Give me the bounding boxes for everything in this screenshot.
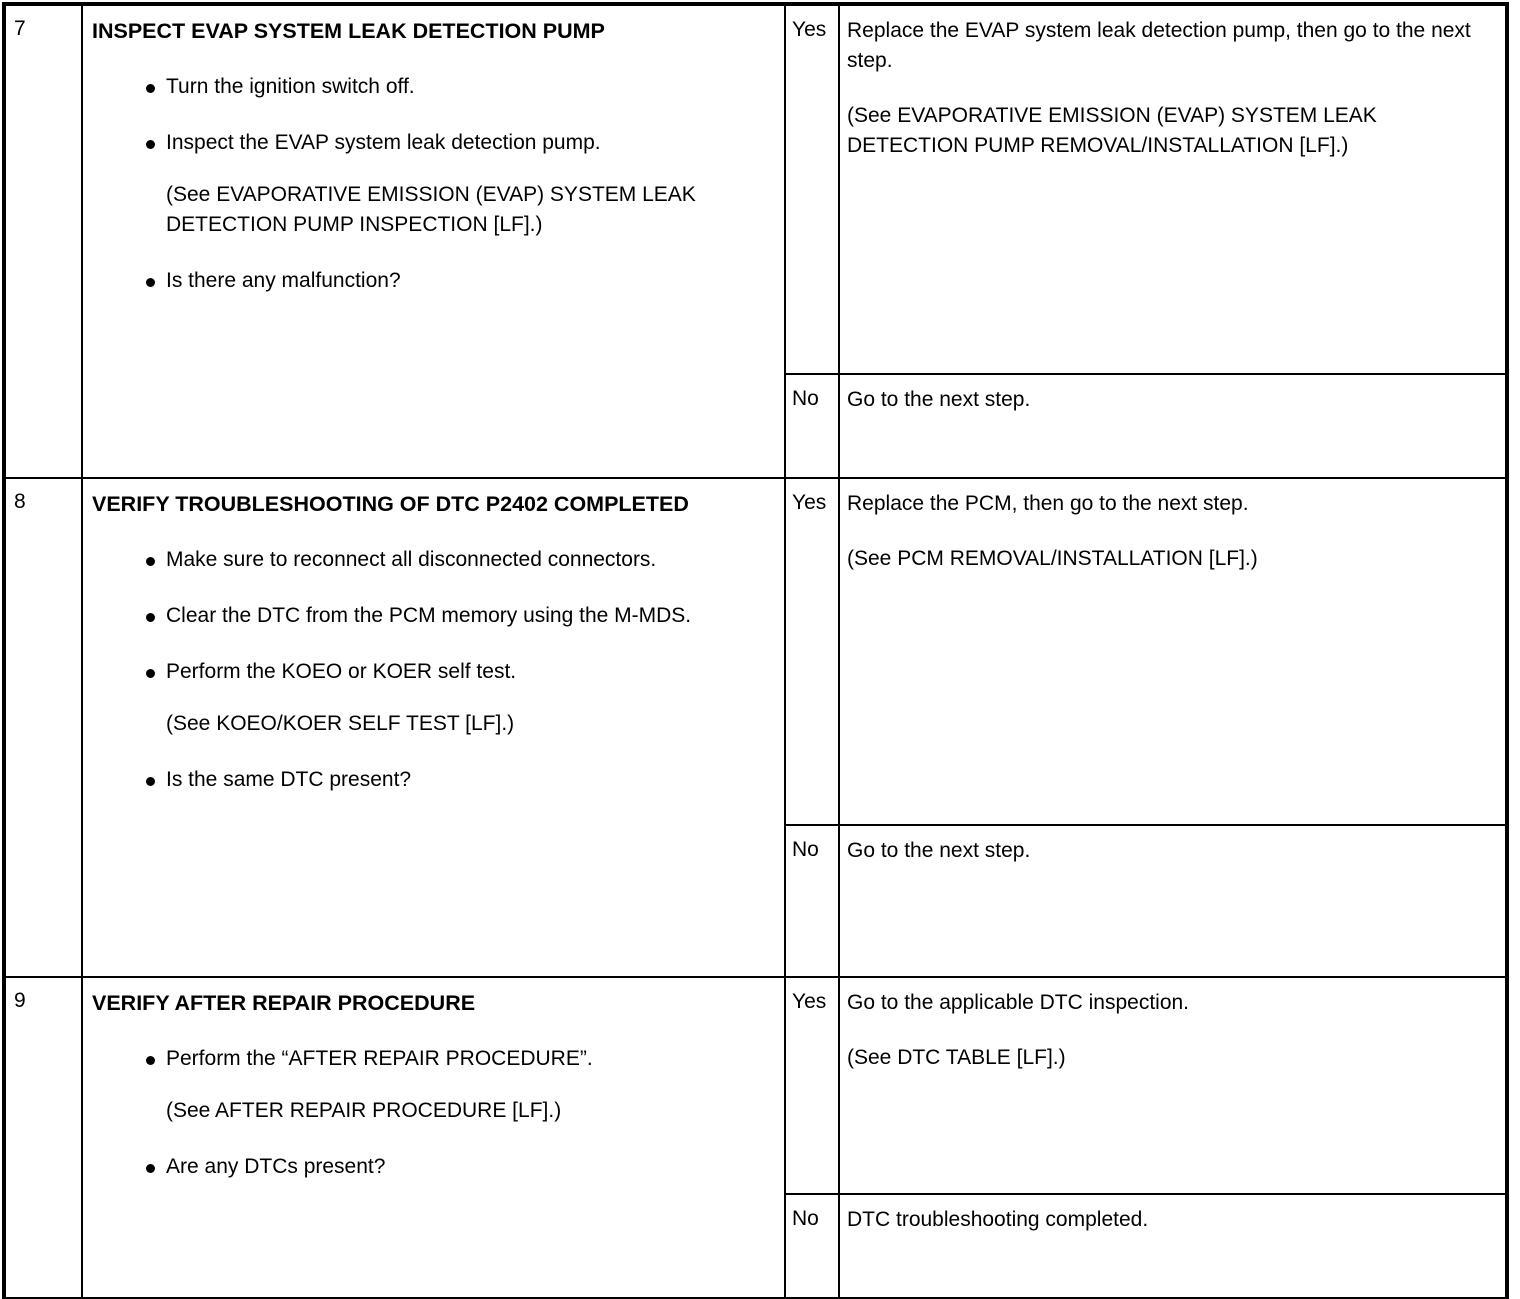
bullet-text: Is there any malfunction? — [166, 269, 401, 292]
step-heading: INSPECT EVAP SYSTEM LEAK DETECTION PUMP — [92, 19, 605, 43]
step-inspection-cell: VERIFY TROUBLESHOOTING OF DTC P2402 COMP… — [81, 477, 786, 978]
step-inspection-cell: VERIFY AFTER REPAIR PROCEDURE Perform th… — [81, 976, 786, 1299]
action-reference: (See PCM REMOVAL/INSTALLATION [LF].) — [847, 547, 1258, 570]
result-label-cell-no: No — [784, 824, 840, 978]
spacer — [847, 574, 1495, 814]
result-label-no: No — [792, 387, 819, 410]
reference-note: (See EVAPORATIVE EMISSION (EVAP) SYSTEM … — [166, 183, 696, 236]
result-label-no: No — [792, 838, 819, 861]
inspection-bullet-list: Perform the “AFTER REPAIR PROCEDURE”. — [92, 1044, 774, 1074]
result-label-yes: Yes — [792, 990, 827, 1013]
spacer — [847, 161, 1495, 363]
bullet-text: Clear the DTC from the PCM memory using … — [166, 604, 692, 627]
step-number: 9 — [14, 989, 26, 1012]
step-number-cell: 9 — [4, 976, 83, 1299]
step-inspection-cell: INSPECT EVAP SYSTEM LEAK DETECTION PUMP … — [81, 4, 786, 479]
spacer — [847, 866, 1495, 966]
list-item: Are any DTCs present? — [92, 1152, 774, 1182]
table-row: 7 INSPECT EVAP SYSTEM LEAK DETECTION PUM… — [4, 4, 1507, 479]
bullet-text: Is the same DTC present? — [166, 768, 412, 791]
action-text: DTC troubleshooting completed. — [847, 1208, 1149, 1231]
step-number-cell: 7 — [4, 4, 83, 479]
step-number: 8 — [14, 490, 26, 513]
result-label-cell-yes: Yes — [784, 4, 840, 375]
result-label-cell-yes: Yes — [784, 477, 840, 826]
step-heading: VERIFY TROUBLESHOOTING OF DTC P2402 COMP… — [92, 492, 689, 516]
spacer — [847, 1235, 1495, 1287]
step-heading: VERIFY AFTER REPAIR PROCEDURE — [92, 991, 476, 1015]
reference-note: (See KOEO/KOER SELF TEST [LF].) — [166, 712, 515, 735]
list-item: Is there any malfunction? — [92, 266, 774, 296]
list-item: Turn the ignition switch off. — [92, 72, 774, 102]
inspection-bullet-list: Turn the ignition switch off. Inspect th… — [92, 72, 774, 158]
list-item: Perform the “AFTER REPAIR PROCEDURE”. — [92, 1044, 774, 1074]
bullet-text: Perform the KOEO or KOER self test. — [166, 660, 517, 683]
inspection-bullet-list-cont: Is there any malfunction? — [92, 266, 774, 296]
bullet-text: Turn the ignition switch off. — [166, 75, 415, 98]
result-label-yes: Yes — [792, 18, 827, 41]
list-item: Clear the DTC from the PCM memory using … — [92, 601, 774, 631]
inspection-bullet-list-cont: Is the same DTC present? — [92, 765, 774, 795]
action-text: Go to the next step. — [847, 388, 1031, 411]
action-cell-yes: Replace the EVAP system leak detection p… — [838, 4, 1507, 375]
bullet-text: Perform the “AFTER REPAIR PROCEDURE”. — [166, 1047, 593, 1070]
list-item: Is the same DTC present? — [92, 765, 774, 795]
action-cell-no: Go to the next step. — [838, 824, 1507, 978]
table-row: No Go to the next step. — [5, 373, 1507, 479]
inspection-bullet-list-cont: Are any DTCs present? — [92, 1152, 774, 1182]
action-reference: (See EVAPORATIVE EMISSION (EVAP) SYSTEM … — [847, 104, 1377, 157]
bullet-text: Are any DTCs present? — [166, 1155, 386, 1178]
list-item: Perform the KOEO or KOER self test. — [92, 657, 774, 687]
result-label-cell-yes: Yes — [784, 976, 840, 1195]
spacer — [847, 1073, 1495, 1183]
bullet-text: Inspect the EVAP system leak detection p… — [166, 131, 601, 154]
result-label-yes: Yes — [792, 491, 827, 514]
step-number-cell: 8 — [4, 477, 83, 978]
action-cell-no: Go to the next step. — [838, 373, 1507, 479]
action-cell-yes: Go to the applicable DTC inspection. (Se… — [838, 976, 1507, 1195]
list-item: Inspect the EVAP system leak detection p… — [92, 128, 774, 158]
action-cell-yes: Replace the PCM, then go to the next ste… — [838, 477, 1507, 826]
table-row: 8 VERIFY TROUBLESHOOTING OF DTC P2402 CO… — [4, 477, 1507, 978]
action-cell-no: DTC troubleshooting completed. — [838, 1193, 1507, 1299]
bullet-text: Make sure to reconnect all disconnected … — [166, 548, 657, 571]
step-number: 7 — [14, 17, 26, 40]
reference-note: (See AFTER REPAIR PROCEDURE [LF].) — [166, 1099, 562, 1122]
action-text: Replace the EVAP system leak detection p… — [847, 19, 1471, 72]
action-text: Go to the next step. — [847, 839, 1031, 862]
table-row: 9 VERIFY AFTER REPAIR PROCEDURE Perform … — [4, 976, 1507, 1299]
action-text: Replace the PCM, then go to the next ste… — [847, 492, 1249, 515]
action-reference: (See DTC TABLE [LF].) — [847, 1046, 1066, 1069]
spacer — [847, 415, 1495, 467]
result-label-cell-no: No — [784, 1193, 840, 1299]
result-label-no: No — [792, 1207, 819, 1230]
list-item: Make sure to reconnect all disconnected … — [92, 545, 774, 575]
action-text: Go to the applicable DTC inspection. — [847, 991, 1190, 1014]
result-label-cell-no: No — [784, 373, 840, 479]
inspection-bullet-list: Make sure to reconnect all disconnected … — [92, 545, 774, 687]
